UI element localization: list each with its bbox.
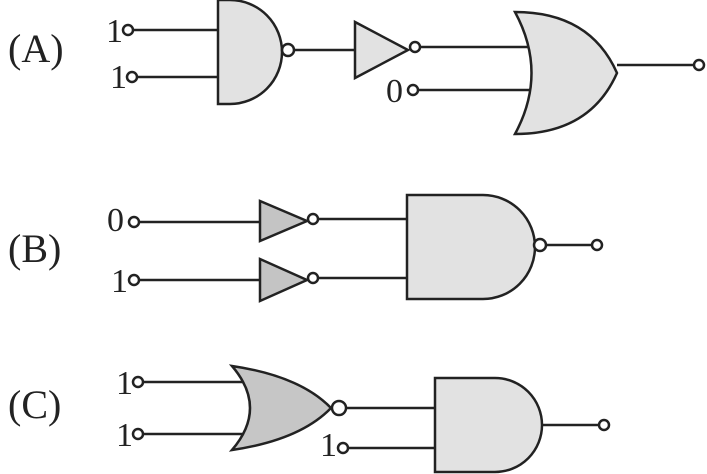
circuit-b-input-1: 0 xyxy=(107,202,124,239)
not-gate xyxy=(258,199,311,243)
output-terminal xyxy=(597,418,611,432)
input-terminal xyxy=(125,70,139,84)
input-terminal xyxy=(127,215,141,229)
and-gate xyxy=(433,376,544,474)
circuit-a-input-2: 1 xyxy=(110,59,127,96)
inversion-bubble xyxy=(306,212,320,226)
input-terminal xyxy=(406,83,420,97)
circuit-c-input-3: 1 xyxy=(320,427,337,464)
circuit-a-label: (A) xyxy=(8,26,64,71)
inversion-bubble xyxy=(330,399,348,417)
circuit-c: (C) 1 1 1 xyxy=(8,364,611,474)
nor-gate xyxy=(228,364,333,452)
and-gate xyxy=(216,0,284,106)
input-terminal xyxy=(131,427,145,441)
circuit-a: (A) 1 1 0 xyxy=(8,0,706,136)
output-terminal xyxy=(692,58,706,72)
nand-gate xyxy=(405,193,537,301)
circuit-c-input-1: 1 xyxy=(116,365,133,402)
inversion-bubble xyxy=(532,237,548,253)
inversion-bubble xyxy=(306,271,320,285)
not-gate xyxy=(353,19,411,81)
inversion-bubble xyxy=(280,42,296,58)
or-gate xyxy=(512,10,619,136)
not-gate xyxy=(258,257,311,303)
circuit-b-label: (B) xyxy=(8,226,61,271)
inversion-bubble xyxy=(408,40,422,54)
circuit-a-input-1: 1 xyxy=(106,13,123,50)
input-terminal xyxy=(121,23,135,37)
output-terminal xyxy=(590,238,604,252)
input-terminal xyxy=(336,441,350,455)
input-terminal xyxy=(127,273,141,287)
circuit-b: (B) 0 1 xyxy=(8,193,604,303)
circuit-b-input-2: 1 xyxy=(111,263,128,300)
circuit-c-label: (C) xyxy=(8,382,61,427)
input-terminal xyxy=(131,375,145,389)
circuit-a-input-3: 0 xyxy=(386,73,403,110)
circuit-c-input-2: 1 xyxy=(116,417,133,454)
